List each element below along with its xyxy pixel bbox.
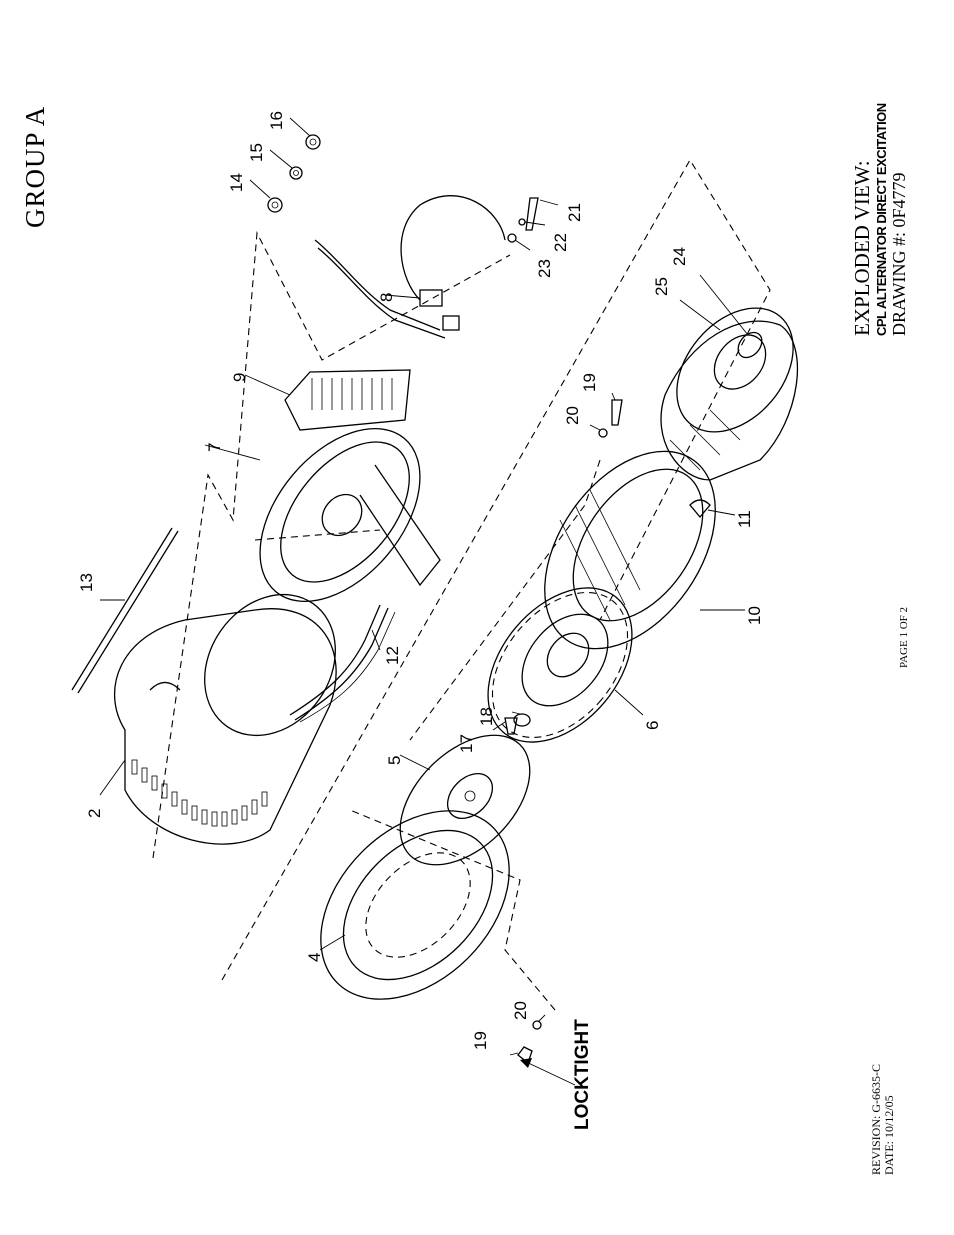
callout-9: 9 (230, 373, 249, 382)
callout-20-lower: 20 (511, 1001, 530, 1020)
part-2-housing (113, 593, 337, 845)
callout-20-upper: 20 (563, 406, 582, 425)
hardware-19-20-lower (517, 1020, 576, 1086)
hardware-21-23 (507, 197, 539, 243)
assembly-dashed-lines (152, 158, 771, 1011)
part-6-ring-gear (487, 587, 633, 743)
callout-15: 15 (247, 143, 266, 162)
callout-24: 24 (670, 247, 689, 266)
callout-10: 10 (745, 606, 764, 625)
callout-2: 2 (85, 809, 104, 818)
callout-16: 16 (267, 111, 286, 130)
callout-4: 4 (305, 953, 324, 962)
callout-21: 21 (565, 203, 584, 222)
callout-17: 17 (457, 734, 476, 753)
callout-18: 18 (477, 707, 496, 726)
callout-6: 6 (643, 721, 662, 730)
hardware-14-16 (267, 134, 321, 213)
part-24-25-rotor (660, 307, 799, 481)
leader-lines (99, 117, 749, 1056)
part-11-key (689, 499, 711, 519)
callout-11: 11 (735, 510, 754, 528)
part-7-bracket (259, 427, 441, 603)
part-13-stud (71, 527, 179, 694)
hardware-19-20-upper (598, 399, 623, 438)
callout-5: 5 (385, 756, 404, 765)
callout-8: 8 (377, 293, 396, 302)
part-12-wires (289, 604, 396, 723)
callout-25: 25 (652, 277, 671, 296)
part-8-harness (314, 195, 506, 339)
callout-22: 22 (551, 233, 570, 252)
callout-23: 23 (535, 259, 554, 278)
callout-19-upper: 19 (580, 373, 599, 392)
callout-12: 12 (383, 646, 402, 665)
callouts: 2 4 5 6 7 8 9 10 11 12 13 14 15 16 17 18… (77, 111, 764, 1130)
callout-19-lower: 19 (471, 1031, 490, 1050)
part-4-end-cover (320, 810, 510, 1000)
callout-13: 13 (77, 573, 96, 592)
hardware-17-18 (504, 713, 531, 735)
part-5-disc (399, 734, 531, 866)
part-9-plate (284, 369, 411, 431)
locktight-label: LOCKTIGHT (572, 1019, 593, 1130)
callout-7: 7 (205, 443, 224, 452)
callout-14: 14 (227, 173, 246, 192)
part-10-fan (544, 450, 716, 650)
